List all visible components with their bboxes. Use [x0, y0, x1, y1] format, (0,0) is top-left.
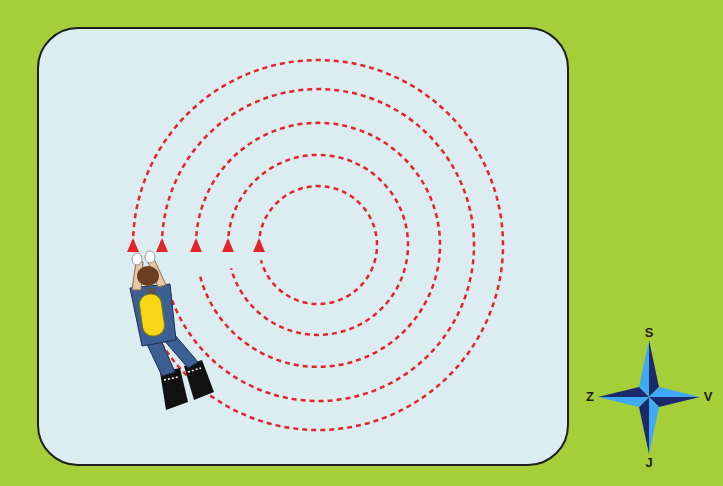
compass-letter: V: [704, 390, 713, 404]
compass-letter: Z: [586, 390, 594, 404]
search-circles: [133, 60, 503, 430]
compass-point: [639, 340, 649, 397]
pool: [38, 28, 568, 465]
search-arc: [162, 89, 474, 401]
start-triangle: [156, 238, 168, 252]
torso: [130, 284, 176, 346]
fin-strap: [188, 368, 201, 372]
compass-point: [598, 387, 649, 397]
compass-rose: [598, 340, 700, 454]
start-triangle: [190, 238, 202, 252]
fin-strap: [164, 377, 178, 380]
search-arc: [259, 186, 377, 304]
tank-valve: [146, 288, 156, 294]
search-arc: [196, 123, 440, 367]
search-arc: [228, 155, 408, 335]
compass-point: [649, 340, 659, 397]
compass-letter: S: [645, 326, 654, 340]
search-arc: [133, 60, 503, 430]
start-triangle: [222, 238, 234, 252]
start-triangle: [253, 238, 265, 252]
compass-point: [639, 397, 649, 454]
diver: [130, 251, 214, 410]
start-triangle: [127, 238, 139, 252]
compass-point: [649, 397, 659, 454]
start-markers: [127, 238, 265, 252]
compass-letter: J: [645, 456, 652, 470]
head: [137, 266, 159, 286]
hand: [145, 251, 155, 263]
hand: [132, 253, 142, 265]
compass-point: [598, 397, 649, 407]
air-tank: [138, 293, 166, 338]
compass-point: [649, 387, 700, 397]
